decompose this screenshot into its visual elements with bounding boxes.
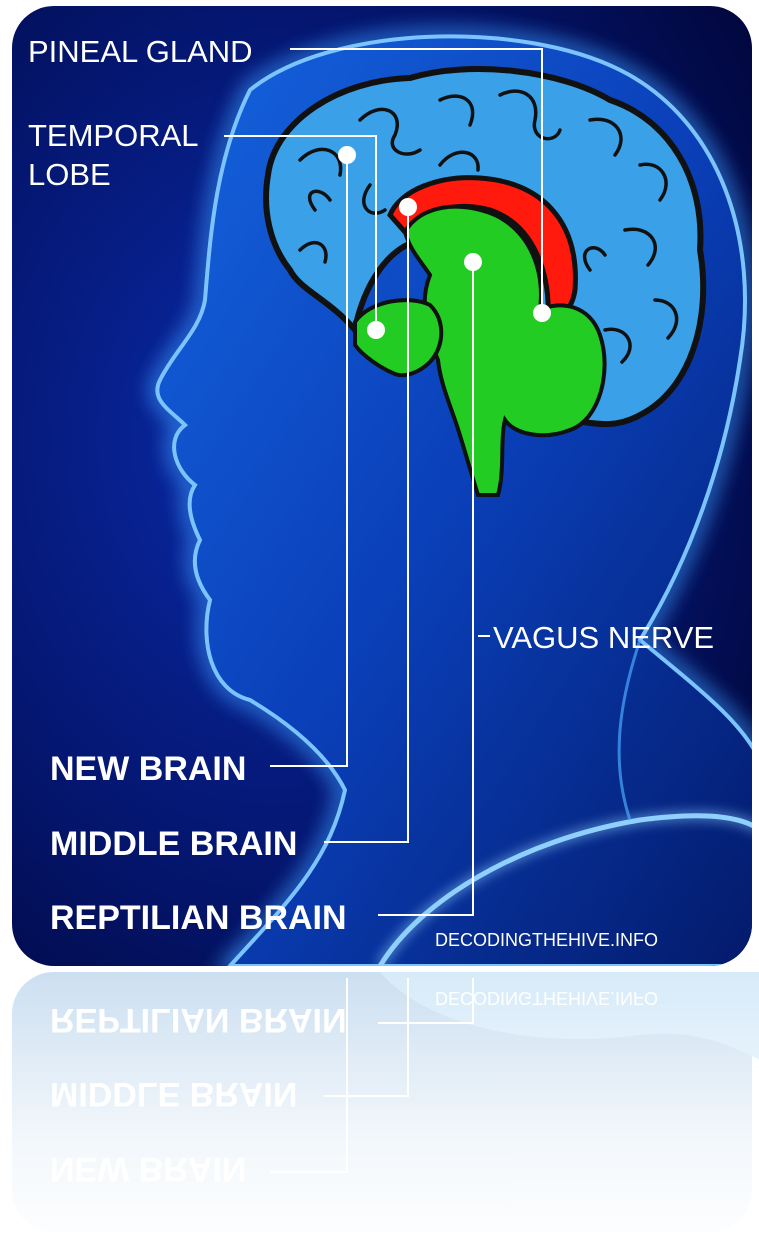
watermark: DECODINGTHEHIVE.INFO: [435, 930, 658, 950]
label-temporal-lobe-line2: LOBE: [28, 157, 111, 192]
pineal-gland-dot: [533, 304, 551, 322]
new-brain-dot: [338, 146, 356, 164]
reflection-fade: [0, 968, 759, 1254]
label-vagus-nerve: VAGUS NERVE: [493, 620, 714, 655]
label-middle-brain: MIDDLE BRAIN: [50, 825, 297, 863]
label-pineal-gland: PINEAL GLAND: [28, 34, 253, 69]
middle-brain-dot: [399, 198, 417, 216]
label-new-brain: NEW BRAIN: [50, 750, 246, 788]
illustration-card: PINEAL GLAND TEMPORAL LOBE VAGUS NERVE N…: [12, 6, 759, 966]
temporal-lobe-dot: [367, 321, 385, 339]
label-temporal-lobe-line1: TEMPORAL: [28, 118, 199, 153]
reptilian-brain-dot: [464, 253, 482, 271]
label-reptilian-brain: REPTILIAN BRAIN: [50, 899, 347, 937]
